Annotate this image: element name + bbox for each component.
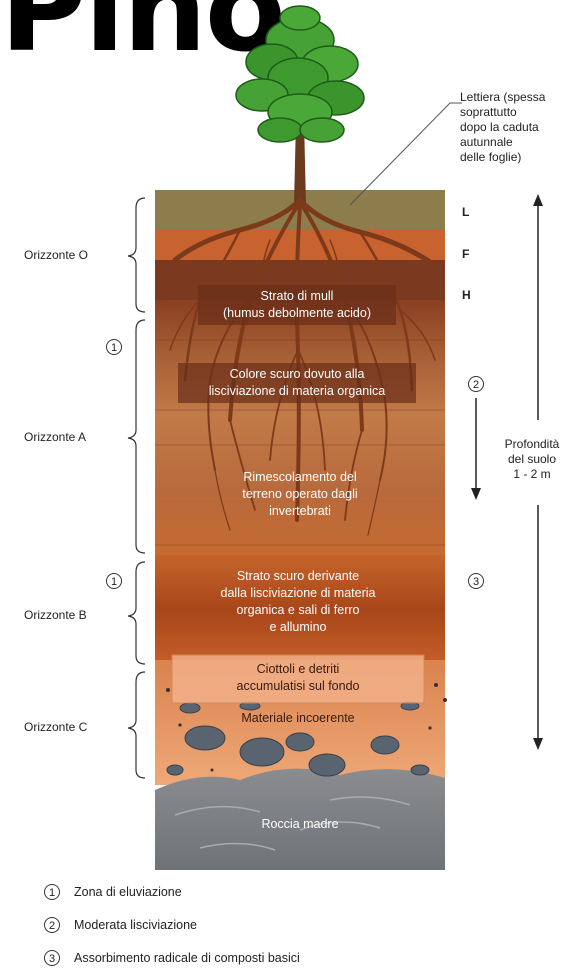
legend-item-2: 2 Moderata lisciviazione [44,917,197,933]
horizon-letter-h: H [462,288,471,302]
depth-label: Profondità del suolo 1 - 2 m [492,437,572,482]
dark-layer-label: Strato scuro derivante dalla lisciviazio… [170,568,426,636]
marker-2: 2 [468,375,484,393]
legend-item-1: 1 Zona di eluviazione [44,884,182,900]
bedrock-label: Roccia madre [155,816,445,833]
loose-material-label: Materiale incoerente [172,710,424,727]
horizon-o-label: Orizzonte O [24,248,88,263]
horizon-braces [128,198,145,778]
horizon-letter-f: F [462,247,469,261]
dark-color-label: Colore scuro dovuto alla lisciviazione d… [178,366,416,400]
pebbles-label: Ciottoli e detriti accumulatisi sul fond… [172,661,424,695]
litter-callout-label: Lettiera (spessa soprattutto dopo la cad… [460,90,545,165]
marker-3: 3 [468,572,484,590]
mixing-label: Rimescolamento del terreno operato dagli… [180,469,420,520]
legend-item-3: 3 Assorbimento radicale di composti basi… [44,950,300,966]
horizon-letter-l: L [462,205,469,219]
horizon-b-label: Orizzonte B [24,608,87,623]
tree-foliage [236,6,364,142]
horizon-c-label: Orizzonte C [24,720,87,735]
mull-layer-label: Strato di mull (humus debolmente acido) [198,288,396,322]
marker-1-a: 1 [106,338,122,356]
litter-callout-line [350,103,462,205]
moderate-leaching-arrow [471,398,481,500]
marker-1-b: 1 [106,572,122,590]
horizon-a-label: Orizzonte A [24,430,86,445]
